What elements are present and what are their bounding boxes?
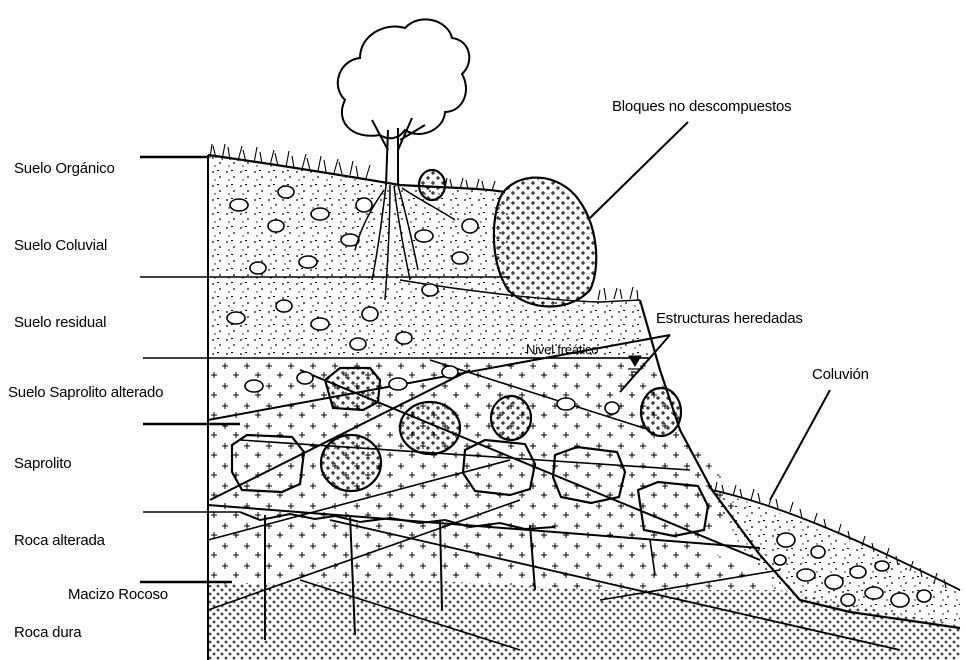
callout-coluvion: Coluvión [812, 366, 869, 383]
tree-crown [338, 19, 470, 138]
label-suelo-residual: Suelo residual [14, 314, 106, 331]
large-boulder [494, 178, 596, 307]
callout-nivel-freatico: Nivel freático [526, 342, 598, 357]
label-suelo-coluvial: Suelo Coluvial [14, 237, 107, 254]
label-roca-alterada: Roca alterada [14, 532, 105, 549]
label-saprolito: Saprolito [14, 455, 71, 472]
label-suelo-organico: Suelo Orgánico [14, 160, 115, 177]
label-macizo-rocoso: Macizo Rocoso [68, 586, 168, 603]
callout-estructuras: Estructuras heredadas [656, 310, 803, 327]
label-suelo-saprolito-alterado: Suelo Saprolito alterado [8, 384, 163, 401]
coluvion-leader [770, 390, 830, 500]
callout-bloques: Bloques no descompuestos [612, 98, 792, 115]
bloques-leader [590, 122, 688, 218]
label-roca-dura: Roca dura [14, 624, 81, 641]
